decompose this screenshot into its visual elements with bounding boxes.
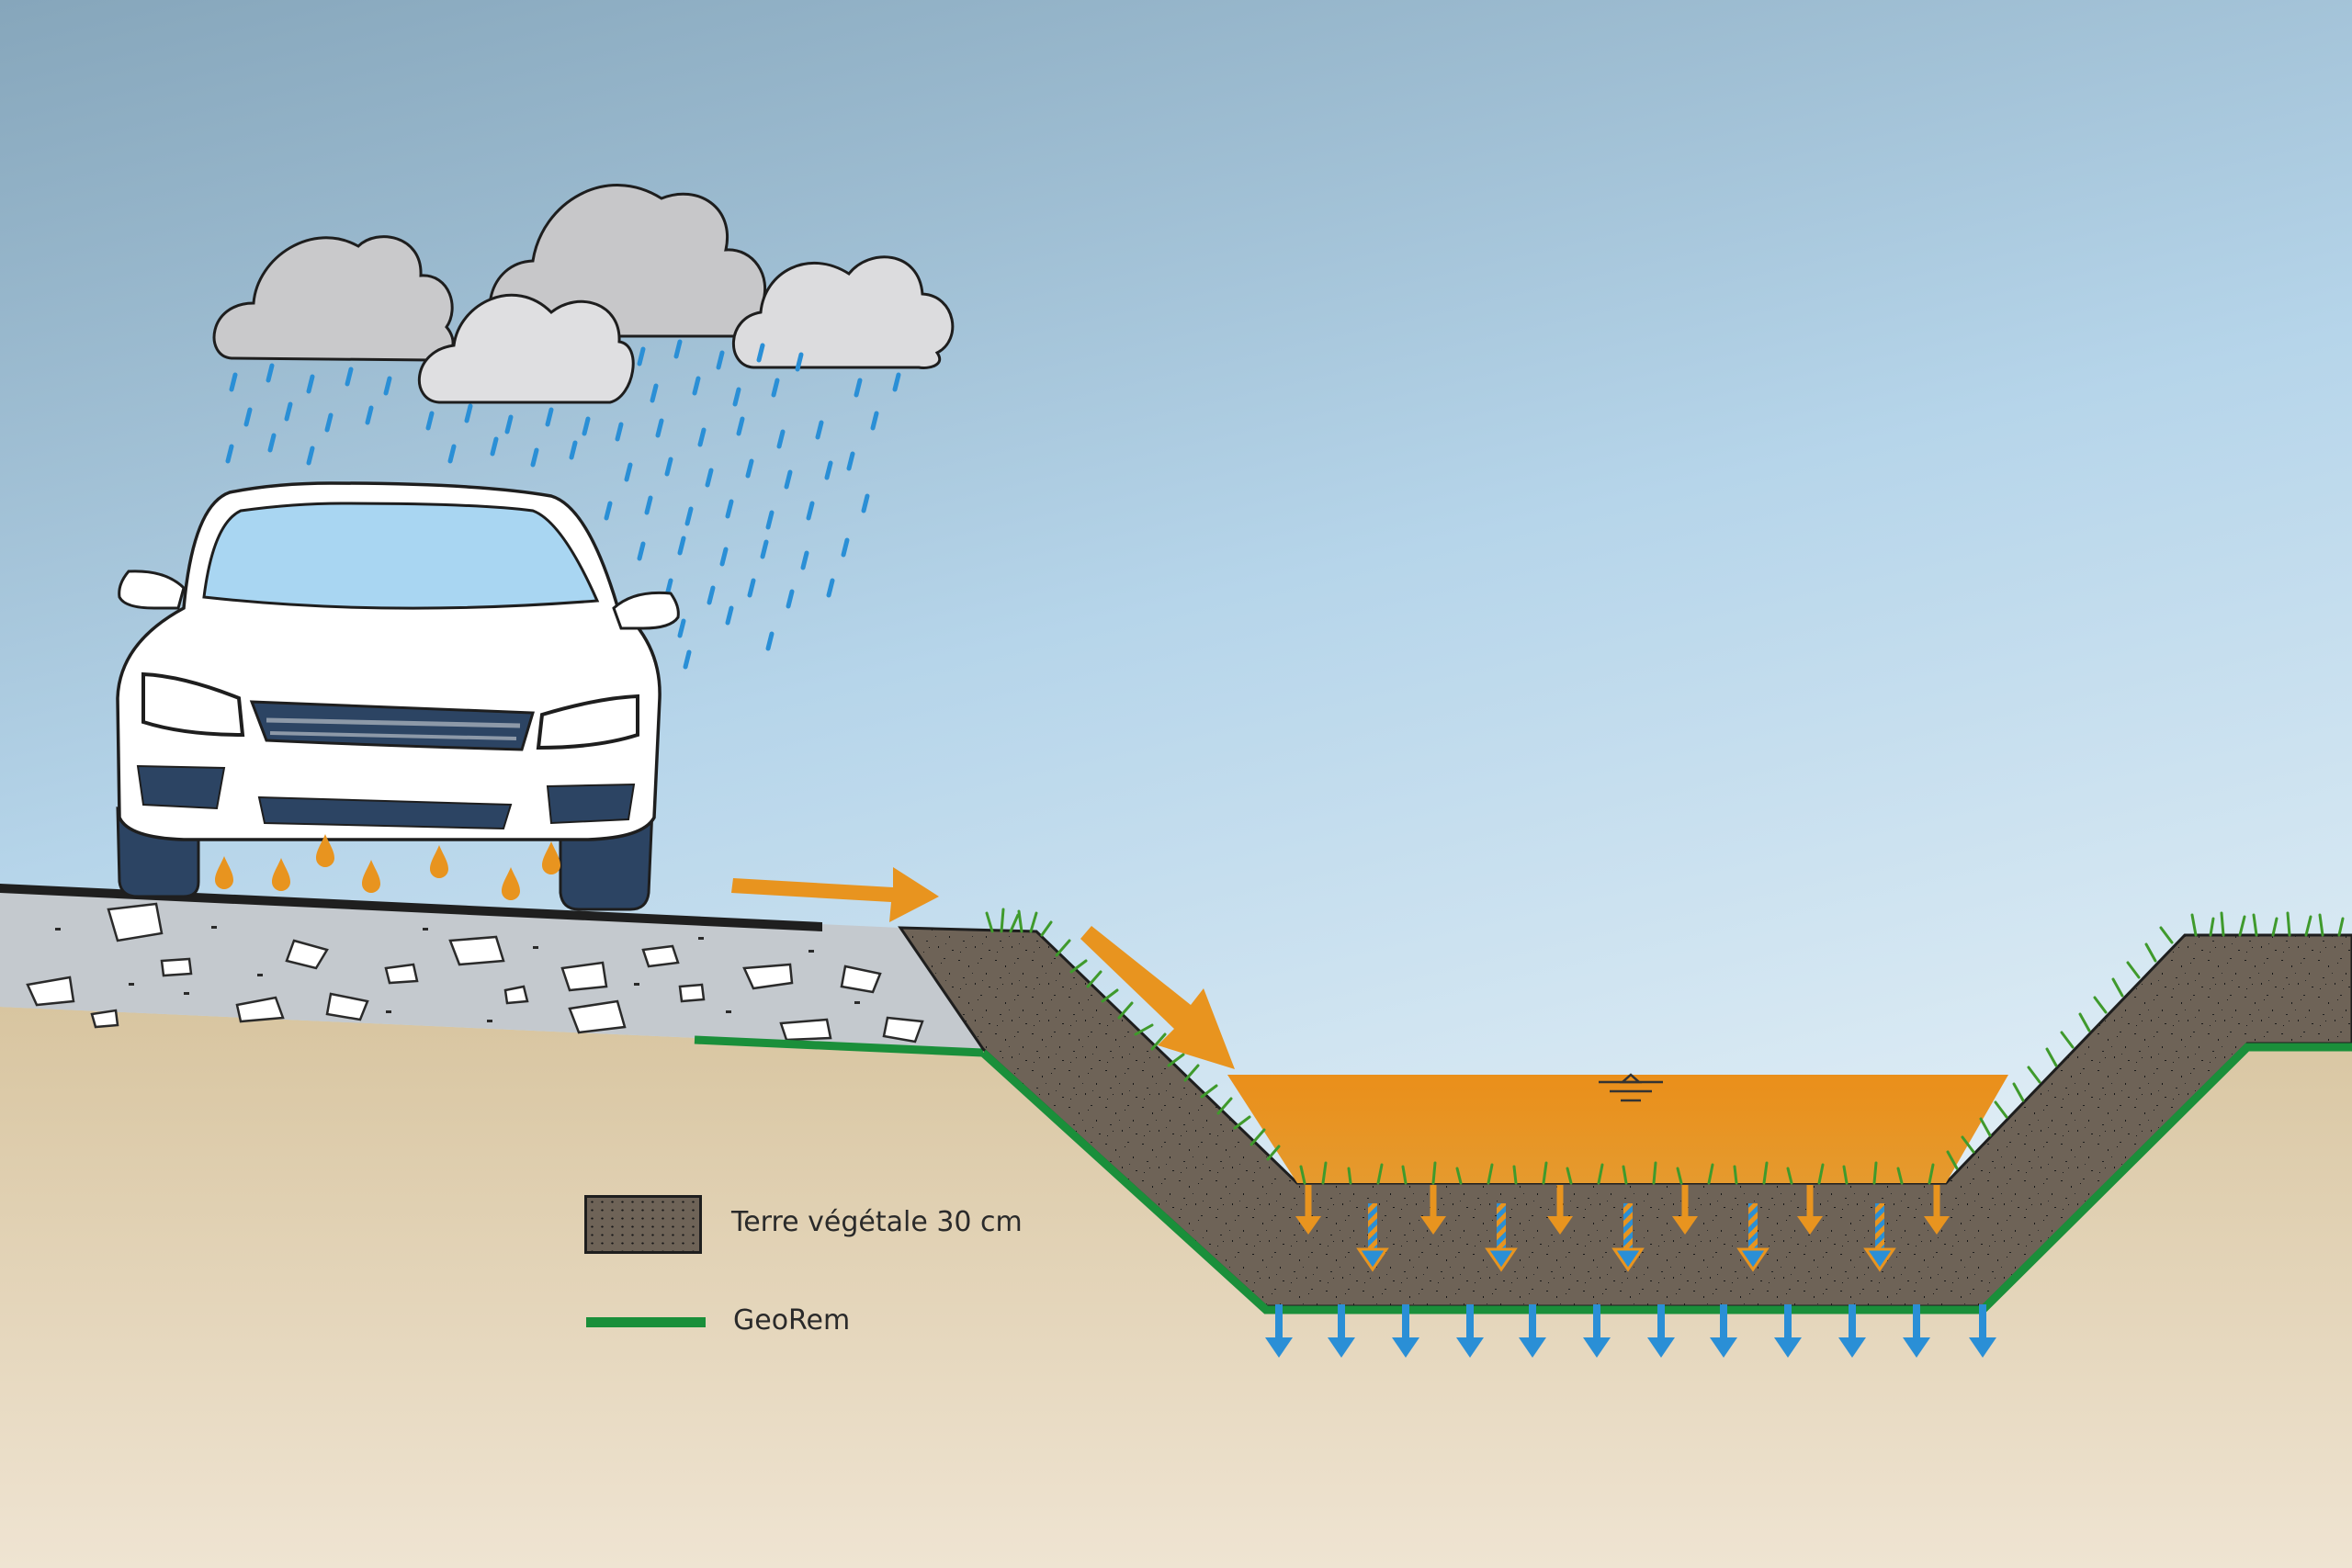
gravel-specks	[55, 926, 860, 1022]
runoff-arrow-icon	[731, 867, 939, 922]
car-icon	[116, 481, 680, 911]
gravel-stones	[26, 902, 924, 1043]
water-level-icon	[1599, 1073, 1663, 1102]
cloud-icon	[417, 293, 635, 404]
georem-road-edge	[694, 1035, 984, 1057]
ponded-runoff-water	[1227, 1075, 2008, 1183]
cloud-icon	[731, 255, 955, 369]
cloud-icon	[212, 235, 455, 362]
subsoil-ground	[0, 1007, 2352, 1568]
asphalt-road-surface	[0, 884, 822, 931]
grass-icon	[985, 908, 2345, 1185]
runoff-arrow-icon	[1080, 926, 1235, 1069]
